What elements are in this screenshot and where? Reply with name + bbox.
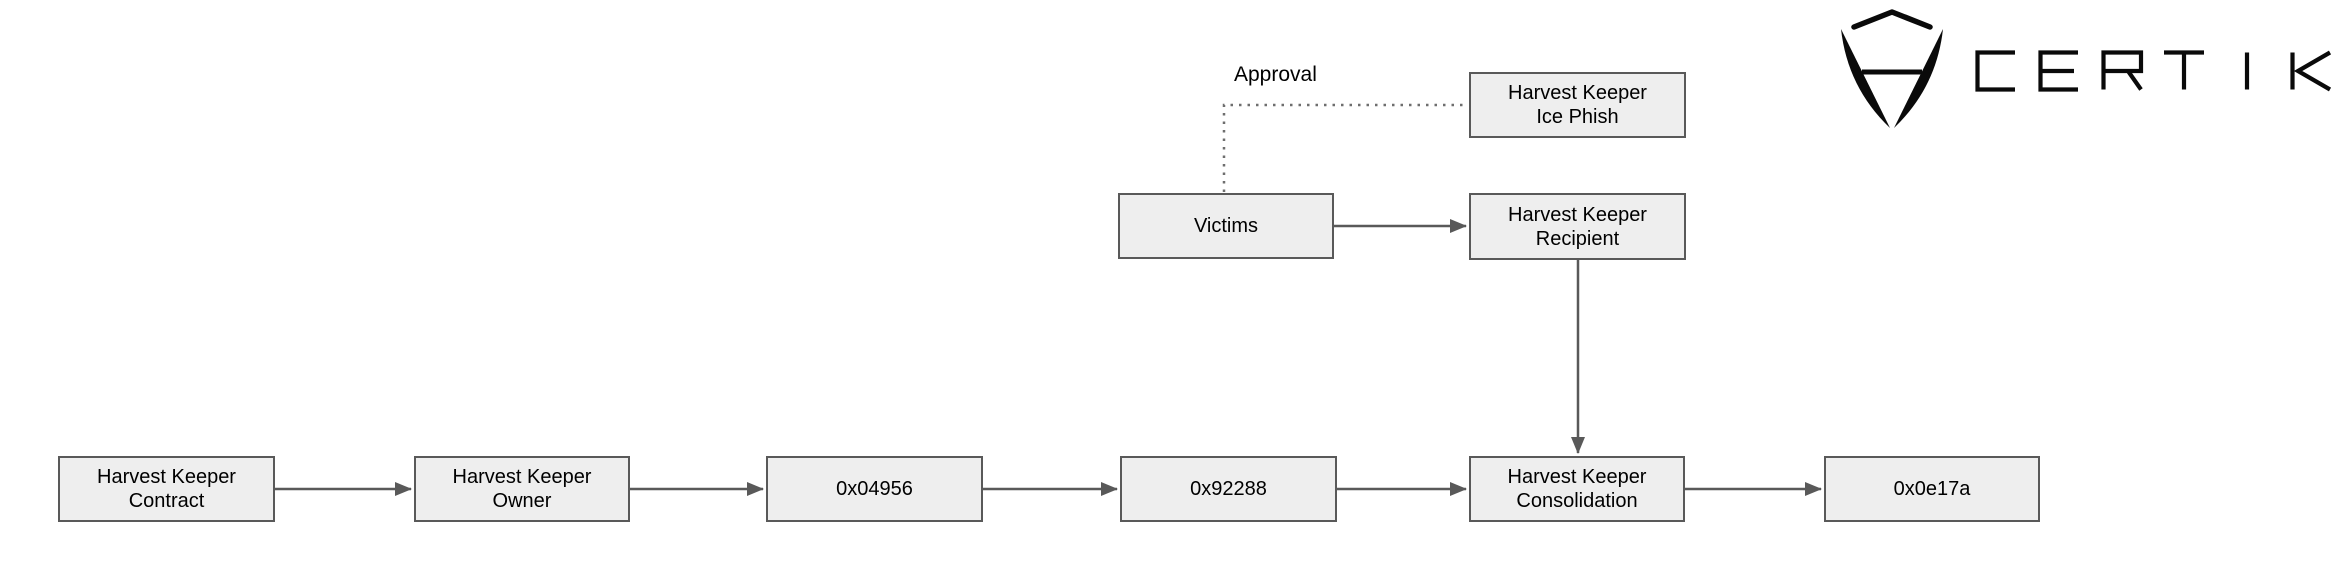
certik-shield-icon (1841, 9, 1943, 128)
node-0x92288: 0x92288 (1120, 456, 1337, 522)
approval-label: Approval (1234, 63, 1317, 86)
wordmark-letter-T (2164, 50, 2204, 90)
node-label: Harvest Keeper (1507, 466, 1647, 488)
wordmark-letter-R (2101, 50, 2144, 91)
node-label: 0x92288 (1190, 478, 1267, 500)
node-label: Owner (492, 490, 552, 512)
node-label: 0x0e17a (1893, 478, 1971, 500)
node-label: Harvest Keeper (452, 466, 592, 488)
node-label: Recipient (1535, 227, 1620, 250)
wordmark-letter-E (2038, 50, 2078, 92)
wordmark-letter-C (1975, 50, 2015, 92)
node-label: Victims (1193, 215, 1259, 237)
node-label: Harvest Keeper (1508, 82, 1647, 104)
approval-dotted-connector (1222, 103, 1466, 192)
certik-logo (1822, 0, 2346, 140)
node-0x04956: 0x04956 (766, 456, 983, 522)
node-label: 0x04956 (836, 478, 913, 500)
node-label: Ice Phish (1536, 106, 1619, 128)
wordmark-letter-K (2290, 50, 2332, 92)
node-0x0e17a: 0x0e17a (1824, 456, 2040, 522)
node-victims: Victims (1118, 193, 1334, 259)
node-label: Contract (128, 490, 205, 512)
certik-wordmark (1975, 50, 2332, 92)
node-label: Harvest Keeper (1508, 203, 1647, 226)
node-label: Consolidation (1516, 490, 1638, 512)
node-label: Harvest Keeper (97, 466, 236, 488)
